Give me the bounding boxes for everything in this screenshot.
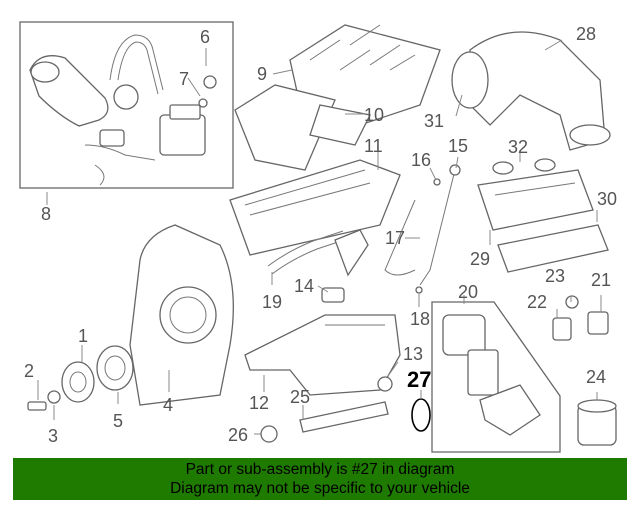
callout-5: 5 [113,411,124,431]
callout-29: 29 [470,249,491,269]
callout-26: 26 [228,425,249,445]
callout-24: 24 [586,367,607,387]
banner-line-2: Diagram may not be specific to your vehi… [170,480,470,497]
intake-gasket [234,84,371,171]
exploded-parts-diagram [19,21,617,453]
callout-30: 30 [597,189,618,209]
callout-10: 10 [364,105,385,125]
info-banner: Part or sub-assembly is #27 in diagram D… [13,458,627,500]
callout-3: 3 [48,426,59,446]
callout-18: 18 [410,309,431,329]
intake-elbow [451,31,611,151]
valve-cover-gasket [497,224,609,273]
callout-22: 22 [527,292,548,312]
callout-31: 31 [424,111,445,131]
callout-23: 23 [545,266,566,286]
callout-1: 1 [78,326,89,346]
callout-21: 21 [591,270,612,290]
oil-pan [244,314,401,396]
drain-plug [377,376,393,392]
callout-32: 32 [508,137,529,157]
callout-25: 25 [290,387,311,407]
pulleys [61,345,134,403]
part-20-group-box [431,301,561,453]
callout-14: 14 [294,276,315,296]
water-tube [260,401,389,443]
seals [492,158,556,175]
bolt-washer [27,390,61,411]
callout-20: 20 [458,282,479,302]
oil-filter-adapter-parts [552,295,609,341]
callout-17: 17 [385,228,406,248]
front-cover [129,224,234,406]
callout-9: 9 [257,64,268,84]
callout-12: 12 [249,393,270,413]
callout-28: 28 [576,24,597,44]
callout-13: 13 [403,344,424,364]
part-27-o-ring [411,398,431,432]
callout-15: 15 [448,136,469,156]
callout-27: 27 [407,367,432,392]
leader-lines [37,39,602,435]
part-8-group-box [19,21,234,189]
callout-11: 11 [364,136,383,156]
callout-2: 2 [24,361,35,381]
callout-16: 16 [411,150,432,170]
callout-6: 6 [200,27,211,47]
valve-cover [477,169,594,231]
callout-4: 4 [163,395,174,415]
egr-tube-assembly [29,34,217,186]
callout-19: 19 [262,292,283,312]
oil-filter [577,399,617,446]
oil-pickup [267,229,369,303]
callout-7: 7 [179,69,190,89]
callout-8: 8 [41,204,52,224]
valley-cover [229,159,401,256]
banner-line-1: Part or sub-assembly is #27 in diagram [185,461,455,478]
oil-cooler-assembly [442,314,541,436]
